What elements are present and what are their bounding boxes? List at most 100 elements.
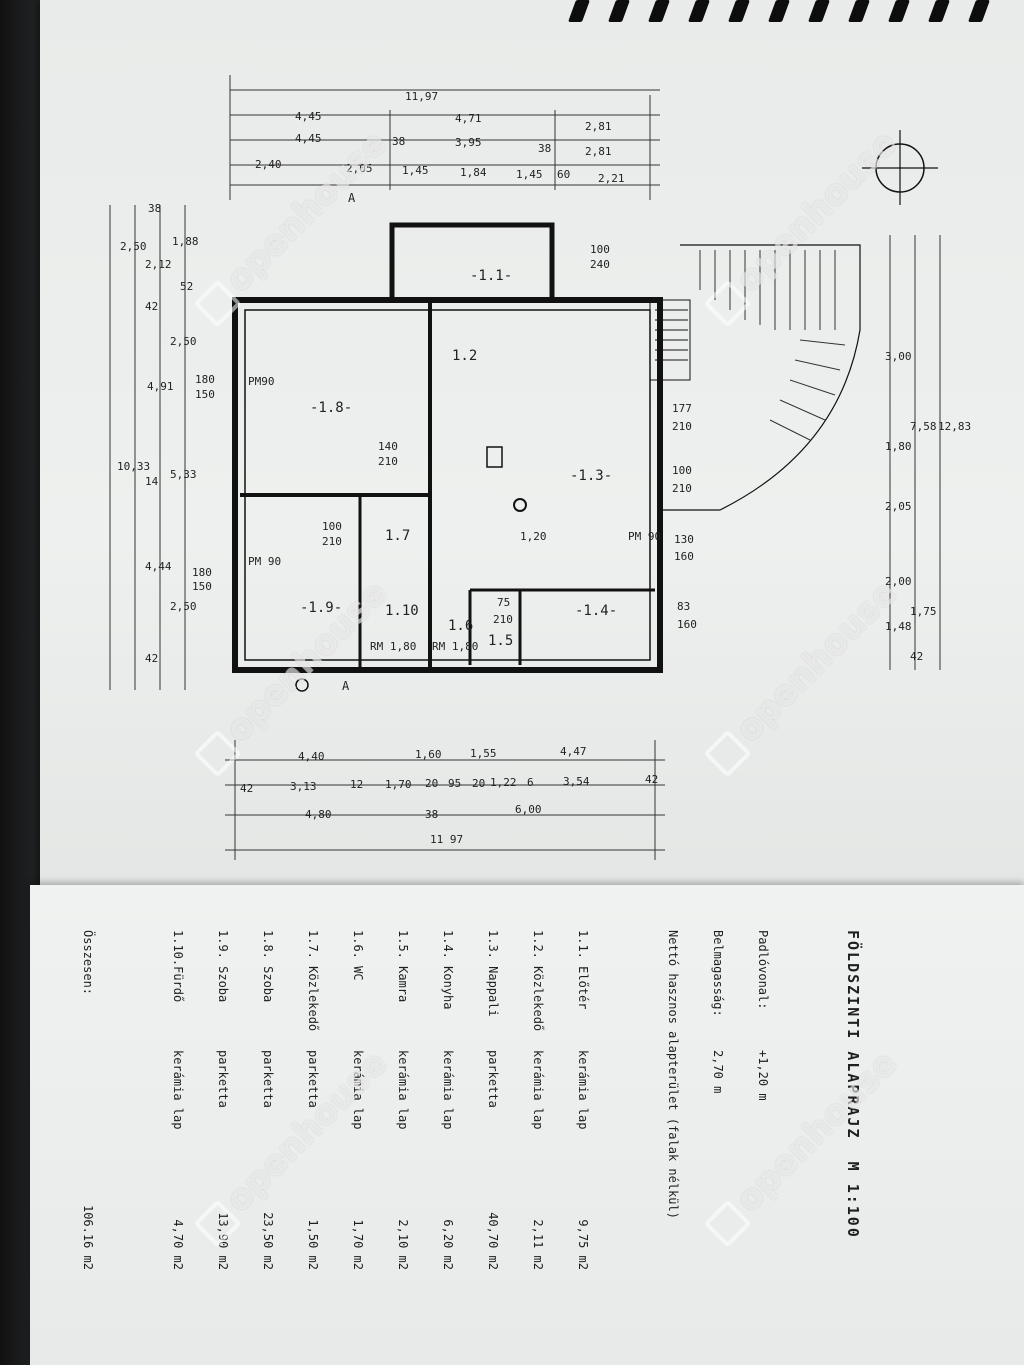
dimension-label: 52 xyxy=(180,280,193,293)
dimension-label: 4,80 xyxy=(305,808,332,821)
dimension-label: 3,00 xyxy=(885,350,912,363)
room-name: 1.4. Konyha xyxy=(441,930,455,1010)
dimension-label: 4,40 xyxy=(298,750,325,763)
dimension-label: 6,00 xyxy=(515,803,542,816)
opening-label: RM 1,80 xyxy=(432,640,478,653)
opening-label: 177 xyxy=(672,402,692,415)
opening-label: 75 xyxy=(497,596,510,609)
room-name: 1.9. Szoba xyxy=(216,930,230,1003)
room-area: 1,70 m2 xyxy=(351,1219,365,1270)
room-name: 1.8. Szoba xyxy=(261,930,275,1003)
dimension-label: 20 xyxy=(472,777,485,790)
dimension-label: 1,55 xyxy=(470,747,497,760)
room-label: -1.9- xyxy=(300,600,342,616)
dimension-label: 2,12 xyxy=(145,258,172,271)
legend-row: 1.1. Előtér kerámia lap 9,75 m2 xyxy=(575,930,590,1270)
dimension-label: 4,71 xyxy=(455,112,482,125)
floor-material: kerámia lap xyxy=(171,1050,185,1130)
room-label: -1.4- xyxy=(575,603,617,619)
opening-label: 1,20 xyxy=(520,530,547,543)
opening-label: PM90 xyxy=(248,375,275,388)
opening-label: 100 xyxy=(672,464,692,477)
dimension-label: 14 xyxy=(145,475,159,488)
room-area: 1,50 m2 xyxy=(306,1219,320,1270)
opening-label: 160 xyxy=(674,550,694,563)
dimension-label: 1,48 xyxy=(885,620,912,633)
opening-label: 210 xyxy=(322,535,342,548)
room-label: 1.10 xyxy=(385,603,419,619)
room-label: 1.6 xyxy=(448,618,473,634)
dimension-label: 3,95 xyxy=(455,136,482,149)
dimension-label: 1,88 xyxy=(172,235,199,248)
dimension-label: 4,44 xyxy=(145,560,172,573)
opening-label: 180 xyxy=(192,566,212,579)
room-label: -1.3- xyxy=(570,468,612,484)
opening-label: RM 1,80 xyxy=(370,640,416,653)
opening-label: 150 xyxy=(192,580,212,593)
opening-label: 210 xyxy=(672,482,692,495)
opening-label: 160 xyxy=(677,618,697,631)
dimension-label: 38 xyxy=(392,135,405,148)
legend-sheet xyxy=(30,885,1024,1365)
dimension-label: 3,54 xyxy=(563,775,590,788)
dimension-label: 42 xyxy=(910,650,923,663)
room-area: 2,11 m2 xyxy=(531,1219,545,1270)
dimension-label: 2,81 xyxy=(585,145,612,158)
dimension-label: 11,97 xyxy=(405,90,438,103)
opening-label: 240 xyxy=(590,258,610,271)
dimension-label: 1,45 xyxy=(402,164,429,177)
room-area: 6,20 m2 xyxy=(441,1219,455,1270)
dimension-label: 4,45 xyxy=(295,110,322,123)
dimension-label: 2,40 xyxy=(255,158,282,171)
opening-label: 83 xyxy=(677,600,690,613)
dimension-label: 2,50 xyxy=(170,335,197,348)
dimension-label: 1,80 xyxy=(885,440,912,453)
dimension-label: 4,47 xyxy=(560,745,587,758)
dimension-label: 38 xyxy=(148,202,161,215)
floor-material: kerámia lap xyxy=(531,1050,545,1130)
dimension-label: 38 xyxy=(425,808,438,821)
dimension-label: 12 xyxy=(350,778,363,791)
dimension-label: 5,33 xyxy=(170,468,197,481)
dimension-label: 12,83 xyxy=(938,420,971,433)
opening-label: 100 xyxy=(322,520,342,533)
opening-label: 100 xyxy=(590,243,610,256)
dimension-label: 60 xyxy=(557,168,570,181)
opening-label: 140 xyxy=(378,440,398,453)
opening-label: PM 90 xyxy=(628,530,661,543)
room-name: 1.1. Előtér xyxy=(576,930,590,1010)
room-label: -1.1- xyxy=(470,268,512,284)
opening-label: 210 xyxy=(672,420,692,433)
dimension-label: 42 xyxy=(145,300,158,313)
floor-material: kerámia lap xyxy=(441,1050,455,1130)
height-label: Belmagasság: xyxy=(711,930,725,1017)
dimension-label: 10,33 xyxy=(117,460,150,473)
total-label: Összesen: xyxy=(81,930,95,996)
dimension-label: 3,13 xyxy=(290,780,317,793)
room-area: 23,50 m2 xyxy=(261,1212,275,1270)
height-value: 2,70 m xyxy=(711,1050,725,1094)
dimension-label: 2,05 xyxy=(885,500,912,513)
room-area: 40,70 m2 xyxy=(486,1212,500,1270)
room-label: -1.8- xyxy=(310,400,352,416)
opening-label: 150 xyxy=(195,388,215,401)
room-label: 1.5 xyxy=(488,633,513,649)
opening-label: PM 90 xyxy=(248,555,281,568)
floor-line-label: Padlóvonal: xyxy=(756,930,770,1010)
floor-material: kerámia lap xyxy=(576,1050,590,1130)
room-name: 1.10.Fürdő xyxy=(171,930,185,1003)
legend-row: 1.2. Közlekedő kerámia lap 2,11 m2 xyxy=(530,930,545,1270)
room-area: 9,75 m2 xyxy=(576,1219,590,1270)
dimension-label: 2,50 xyxy=(170,600,197,613)
dimension-label: 95 xyxy=(448,777,461,790)
dimension-label: 42 xyxy=(645,773,658,786)
dimension-label: 1,70 xyxy=(385,778,412,791)
room-name: 1.6. WC xyxy=(351,930,365,981)
room-name: 1.2. Közlekedő xyxy=(531,930,545,1032)
room-name: 1.7. Közlekedő xyxy=(306,930,320,1032)
dimension-label: 1,45 xyxy=(516,168,543,181)
